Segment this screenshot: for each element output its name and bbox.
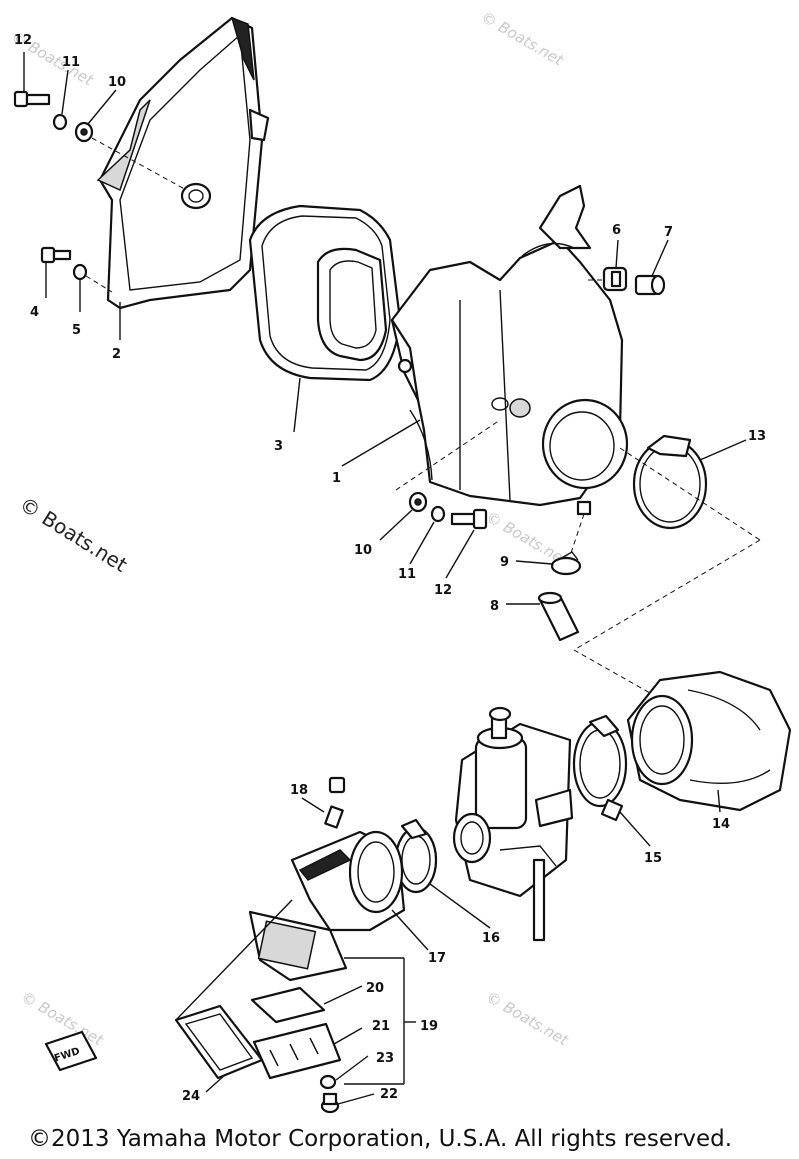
callout-10: 10: [108, 75, 126, 90]
callout-18: 18: [290, 783, 308, 798]
watermark: © Boats.net: [483, 988, 572, 1050]
gasket-24: [174, 1004, 264, 1080]
bolt-4: [40, 246, 72, 264]
callout-15: 15: [644, 851, 662, 866]
intake-joint-14: [626, 670, 792, 812]
callout-7: 7: [664, 225, 673, 240]
hose-clamp-16: [394, 818, 438, 894]
callout-5: 5: [72, 323, 81, 338]
washer-5: [72, 263, 88, 281]
callout-21: 21: [372, 1019, 390, 1034]
callout-11-lower: 11: [398, 567, 416, 582]
callout-3: 3: [274, 439, 283, 454]
callout-2: 2: [112, 347, 121, 362]
callout-19: 19: [420, 1019, 438, 1034]
callout-16: 16: [482, 931, 500, 946]
carburetor: [452, 706, 574, 942]
watermark-large: © Boats.net: [15, 492, 131, 577]
callout-22: 22: [380, 1087, 398, 1102]
callout-12: 12: [14, 33, 32, 48]
reed-valve-19: [248, 910, 348, 1080]
hose-clamp-15: [572, 714, 628, 822]
washer-23: [319, 1074, 337, 1090]
callout-12-lower: 12: [434, 583, 452, 598]
grommet-6: [602, 266, 628, 292]
drain-pipe-8: [537, 591, 580, 642]
callout-10-lower: 10: [354, 543, 372, 558]
callout-4: 4: [30, 305, 39, 320]
callout-23: 23: [376, 1051, 394, 1066]
callout-1: 1: [332, 471, 341, 486]
fwd-arrow: FWD: [44, 1030, 98, 1072]
clip-9: [550, 551, 582, 576]
callout-14: 14: [712, 817, 730, 832]
side-cover: [96, 16, 270, 310]
callout-24: 24: [182, 1089, 200, 1104]
callout-11: 11: [62, 55, 80, 70]
intake-manifold-17: [290, 830, 406, 932]
callout-9: 9: [500, 555, 509, 570]
washer-11-top: [52, 113, 68, 131]
callout-20: 20: [366, 981, 384, 996]
hose-clamp-13: [632, 434, 708, 530]
air-filter-element: [248, 204, 402, 382]
callout-8: 8: [490, 599, 499, 614]
grommet-side: [180, 182, 212, 210]
stopper-21: [252, 1022, 342, 1080]
callout-13: 13: [748, 429, 766, 444]
collar-7: [634, 274, 666, 296]
bolt-18: [324, 776, 346, 829]
screw-22: [320, 1092, 340, 1114]
copyright-notice: ©2013 Yamaha Motor Corporation, U.S.A. A…: [28, 1126, 732, 1152]
air-cleaner-case: [390, 184, 629, 516]
watermark: © Boats.net: [478, 8, 567, 70]
callout-6: 6: [612, 223, 621, 238]
washer-11-low: [430, 505, 446, 523]
bolt-12-top: [13, 90, 51, 108]
callout-17: 17: [428, 951, 446, 966]
reed-20: [250, 986, 326, 1024]
bolt-12-low: [450, 508, 488, 530]
